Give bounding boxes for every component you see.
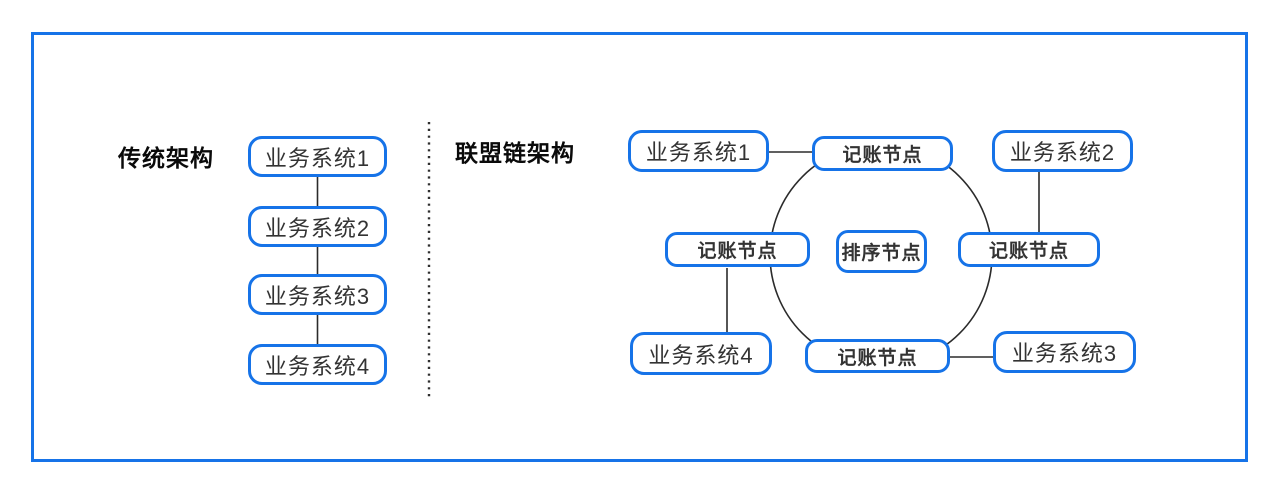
trad-business-system-4-node: 业务系统4: [248, 344, 387, 385]
ledger-node-left: 记账节点: [665, 232, 810, 267]
traditional-architecture-title: 传统架构: [118, 145, 214, 171]
trad-business-system-1-node: 业务系统1: [248, 136, 387, 177]
trad-business-system-2-node: 业务系统2: [248, 206, 387, 247]
consortium-business-system-1-node: 业务系统1: [628, 130, 769, 172]
ledger-node-bottom: 记账节点: [805, 339, 950, 373]
consortium-business-system-3-node: 业务系统3: [993, 331, 1136, 373]
consortium-business-system-4-node: 业务系统4: [630, 332, 772, 375]
trad-business-system-3-node: 业务系统3: [248, 274, 387, 315]
ordering-node: 排序节点: [836, 230, 927, 273]
ledger-node-right: 记账节点: [958, 232, 1100, 267]
consortium-business-system-2-node: 业务系统2: [992, 130, 1133, 172]
ledger-node-top: 记账节点: [812, 136, 953, 171]
consortium-architecture-title: 联盟链架构: [455, 140, 575, 166]
